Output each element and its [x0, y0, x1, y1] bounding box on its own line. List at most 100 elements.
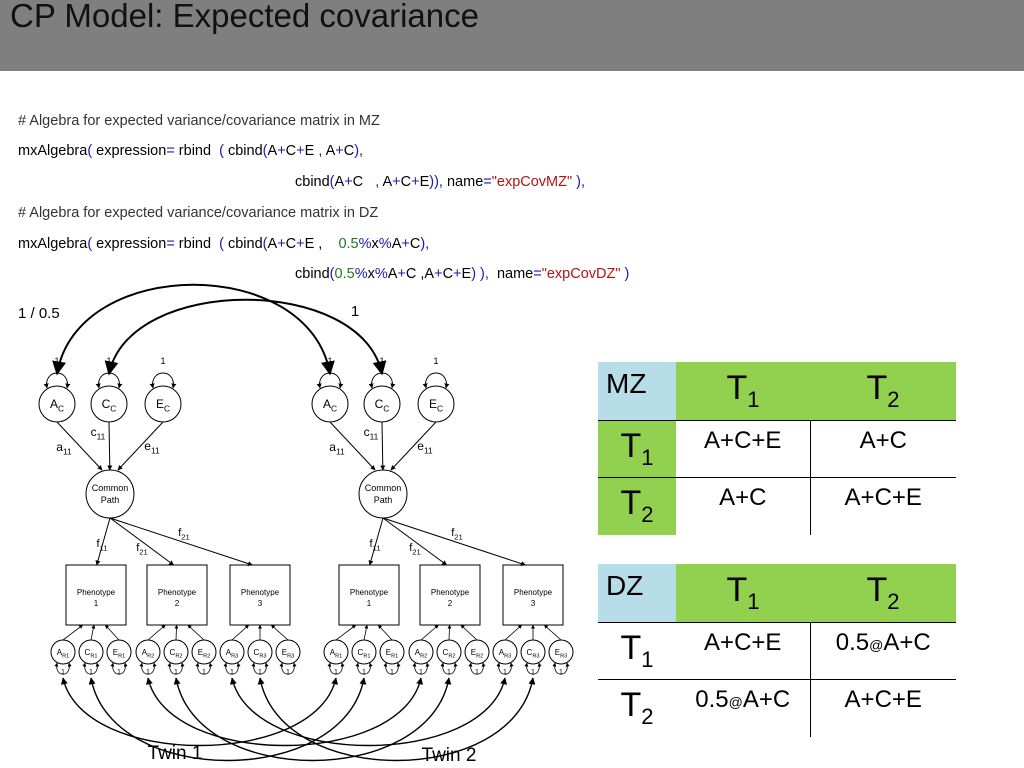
twin1-residual-node-4	[135, 639, 161, 665]
twin2-residual-label-8-main: C	[527, 648, 533, 657]
twin2-residual-label-2: CR1	[358, 648, 371, 659]
code-token: 0.5	[334, 266, 355, 282]
twin2-latent-label-a: AC	[323, 397, 337, 414]
twin2-loading-label-f21b-sub: 21	[454, 532, 463, 541]
code-line-dz-1: mxAlgebra( expression= rbind ( cbind(A+C…	[18, 236, 429, 252]
dz-cell-11-text: A+C+E	[704, 628, 782, 656]
dz-col-header-t1: T1	[676, 564, 810, 622]
twin1-residual-path-3	[104, 624, 120, 641]
twin2-latent-label-e-main: E	[429, 397, 437, 411]
twin1-residual-var-label-9: 1	[286, 669, 290, 676]
twin2-residual-path-6	[460, 624, 478, 641]
residual-cov-arc-4	[173, 677, 452, 762]
twin2-path-e	[390, 421, 437, 471]
twin1-residual-label-2-sub: R1	[90, 653, 97, 659]
twin2-residual-label-8-sub: R3	[532, 653, 539, 659]
code-token: x	[371, 236, 379, 252]
twin1-residual-var-loop-2	[82, 662, 100, 675]
twin2-residual-node-4	[408, 639, 434, 665]
code-token: =	[483, 174, 492, 190]
twin2-phenotype-label-1: Phenotype	[350, 588, 389, 597]
twin2-loading-label-f11-sub: 11	[373, 543, 381, 552]
code-token: C	[400, 174, 412, 190]
dz-col-t1-sub: 1	[747, 588, 760, 614]
code-token: cbind	[295, 174, 330, 190]
twin2-residual-var-label-6: 1	[475, 669, 479, 676]
twin1-loading-2	[109, 517, 175, 566]
twin1-residual-label-6-sub: R2	[203, 653, 210, 659]
twin2-path-label-c-main: c	[364, 425, 370, 439]
twin2-residual-node-9	[548, 639, 574, 665]
twin1-residual-var-loop-4	[139, 662, 157, 675]
twin1-latent-label-a-sub: C	[58, 404, 64, 414]
code-token: ),	[354, 143, 364, 159]
twin2-phenotype-label-3: Phenotype	[514, 588, 553, 597]
code-token: )	[620, 266, 630, 282]
twin2-residual-label-9: ER3	[555, 648, 568, 659]
twin1-phenotype-num-1: 1	[94, 599, 99, 608]
twin1-residual-var-loop-7	[223, 662, 241, 675]
residual-cov-arc-2	[88, 677, 367, 762]
code-token: (	[87, 236, 93, 252]
mz-col-header-t1: T1	[676, 362, 810, 420]
twin2-residual-var-loop-6	[468, 662, 486, 675]
mz-col-t1-sub: 1	[747, 386, 760, 412]
twin1-residual-var-label-6: 1	[202, 669, 206, 676]
mz-row-t2-letter: T	[620, 484, 642, 523]
twin2-var-loop-e	[422, 372, 450, 389]
twin2-residual-node-8	[520, 639, 546, 665]
twin1-residual-path-5	[174, 624, 179, 641]
twin1-residual-var-label-3: 1	[117, 669, 121, 676]
code-token: A	[391, 236, 402, 252]
code-token: E	[304, 143, 319, 159]
twin1-residual-label-2-main: C	[85, 648, 91, 657]
twin2-residual-label-9-sub: R3	[560, 653, 567, 659]
code-token: +	[411, 174, 420, 190]
twin1-phenotype-box-2	[146, 564, 208, 626]
twin2-residual-label-3-main: E	[386, 648, 391, 657]
twin1-common-path-label-1: Common	[92, 483, 129, 493]
dz-row-t1-letter: T	[620, 628, 642, 667]
code-token: C	[343, 143, 355, 159]
twin2-latent-label-a-main: A	[323, 397, 331, 411]
twin2-residual-label-5: CR2	[443, 648, 456, 659]
twin1-loading-label-f21b: f21	[178, 527, 190, 541]
twin1-path-c	[107, 421, 113, 471]
twin2-phenotype-label-2: Phenotype	[431, 588, 470, 597]
code-comment-mz: # Algebra for expected variance/covarian…	[18, 113, 380, 129]
dz-row-header-t1: T1	[598, 621, 676, 679]
twin2-phenotype-num-3: 3	[531, 599, 536, 608]
code-token: cbind	[223, 143, 263, 159]
code-token: C	[409, 236, 421, 252]
code-token: A	[379, 174, 393, 190]
dz-cell-21-coef: 0.5	[695, 685, 729, 713]
code-token: 0.5	[338, 236, 359, 252]
twin1-phenotype-label-1: Phenotype	[77, 588, 116, 597]
twin2-residual-label-6: ER2	[471, 648, 484, 659]
twin1-loading-3	[109, 517, 253, 566]
twin2-phenotype-box-2	[419, 564, 481, 626]
cov-label-c: 1	[351, 303, 359, 320]
twin1-loading-label-f21b-main: f	[178, 527, 182, 539]
twin1-residual-path-2	[90, 624, 96, 641]
mz-row-header-t1: T1	[598, 419, 676, 477]
twin2-loading-1	[368, 517, 384, 566]
code-token: rbind	[174, 143, 220, 159]
twin2-latent-label-e: EC	[429, 397, 443, 414]
twin2-latent-label-c: CC	[375, 397, 390, 414]
code-line-mz-1: mxAlgebra( expression= rbind ( cbind(A+C…	[18, 143, 363, 159]
twin1-path-label-a: a11	[56, 440, 72, 457]
dz-corner-label: DZ	[598, 564, 676, 622]
code-token: cbind	[223, 236, 263, 252]
twin2-residual-var-label-8: 1	[531, 669, 535, 676]
twin1-phenotype-num-2: 2	[175, 599, 180, 608]
twin2-residual-var-label-3: 1	[390, 669, 394, 676]
mz-col-t2-letter: T	[866, 368, 888, 407]
code-token: +	[401, 236, 410, 252]
mz-cell-21: A+C	[676, 476, 810, 535]
twin2-residual-node-2	[351, 639, 377, 665]
twin1-residual-var-label-5: 1	[174, 669, 178, 676]
twin2-latent-label-e-sub: C	[437, 404, 443, 414]
code-token: A	[424, 266, 435, 282]
twin1-residual-label-9-sub: R3	[287, 653, 294, 659]
